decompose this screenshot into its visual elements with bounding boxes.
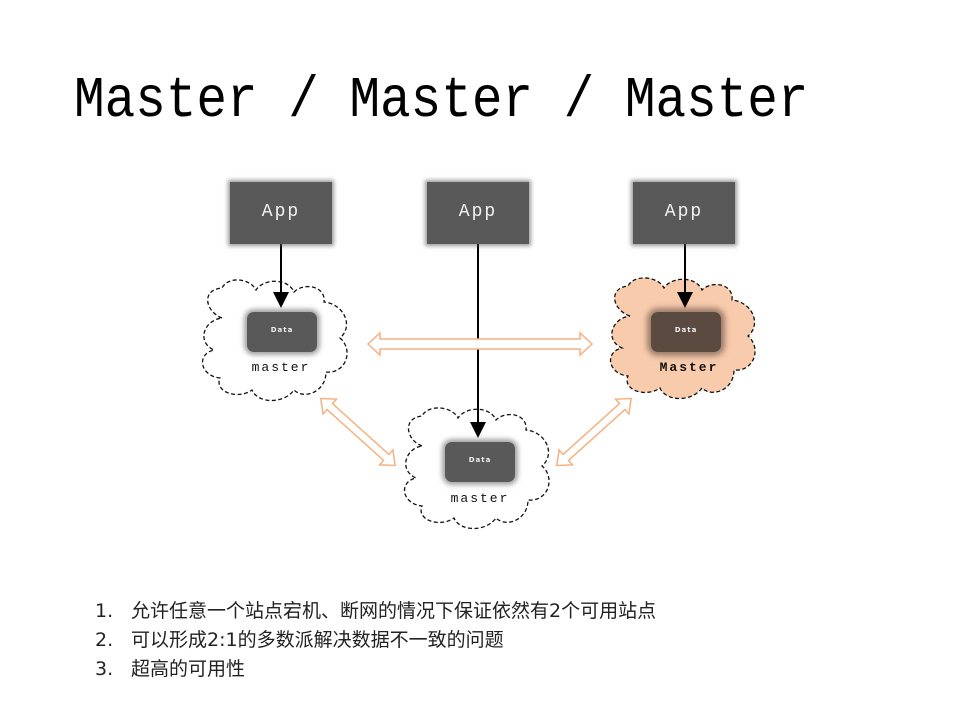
replication-arrow-right-diagonal [555,397,633,467]
data-label: Data [674,326,698,334]
data-label: Data [270,326,294,334]
data-box-left: Data [247,312,317,352]
bullet-text: 允许任意一个站点宕机、断网的情况下保证依然有2个可用站点 [131,600,657,622]
bullet-text: 超高的可用性 [131,658,246,680]
data-box-right: Data [651,312,721,352]
app-label: App [458,202,498,222]
bullet-list: 1. 允许任意一个站点宕机、断网的情况下保证依然有2个可用站点 2. 可以形成2:1… [95,597,656,684]
bullet-item: 2. 可以形成2:1的多数派解决数据不一致的问题 [95,626,656,655]
data-label: Data [468,456,492,464]
app-box-center: App [427,182,529,244]
app-label: App [261,202,301,222]
bullet-item: 1. 允许任意一个站点宕机、断网的情况下保证依然有2个可用站点 [95,597,656,626]
replication-arrow-left-diagonal [319,397,397,467]
data-box-bottom: Data [445,442,515,482]
app-box-left: App [230,182,332,244]
bullet-number: 2. [95,629,114,651]
app-box-right: App [633,182,735,244]
bullet-number: 3. [95,658,114,680]
node-label-right: Master [659,360,719,375]
node-label-left: master [251,360,311,375]
bullet-text: 可以形成2:1的多数派解决数据不一致的问题 [131,629,504,651]
app-label: App [664,202,704,222]
node-label-bottom: master [450,491,510,506]
page-title: Master / Master / Master [74,70,809,134]
bullet-number: 1. [95,600,114,622]
replication-arrow-horizontal [366,331,594,357]
bullet-item: 3. 超高的可用性 [95,655,656,684]
